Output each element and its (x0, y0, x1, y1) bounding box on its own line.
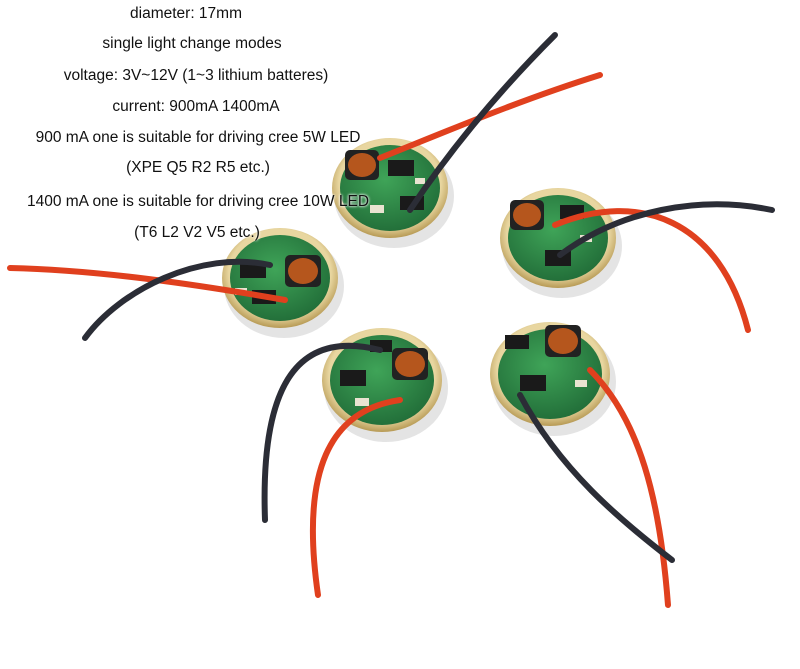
spec-1400ma-usage: 1400 mA one is suitable for driving cree… (26, 193, 370, 210)
wires (7, 32, 775, 608)
spec-1400ma-leds: (T6 L2 V2 V5 etc.) (134, 224, 260, 241)
led-driver-board-icon (332, 138, 454, 248)
spec-current: current: 900mA 1400mA (112, 98, 280, 115)
spec-voltage: voltage: 3V~12V (1~3 lithium batteres) (63, 67, 329, 84)
led-driver-board-icon (500, 188, 622, 298)
spec-light-modes: single light change modes (102, 35, 282, 52)
spec-text-block: diameter: 17mm single light change modes… (0, 0, 420, 250)
spec-diameter: diameter: 17mm (130, 5, 242, 22)
spec-900ma-usage: 900 mA one is suitable for driving cree … (35, 129, 361, 146)
spec-900ma-leds: (XPE Q5 R2 R5 etc.) (126, 159, 270, 176)
